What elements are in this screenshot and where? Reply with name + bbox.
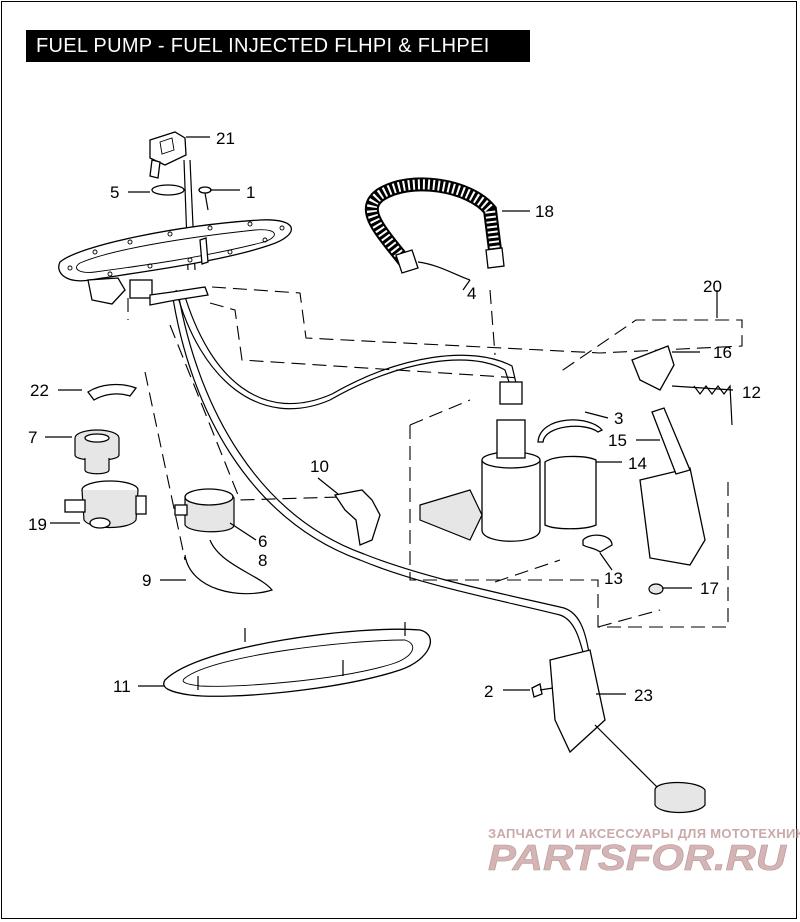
- callout-13: 13: [604, 569, 623, 588]
- callout-6: 6: [258, 532, 267, 551]
- pressure-regulator-part-7: [74, 429, 120, 475]
- callout-11: 11: [113, 677, 131, 696]
- callout-9: 9: [142, 571, 151, 590]
- fuel-level-sender-part-23: [549, 649, 706, 814]
- callout-10: 10: [310, 457, 329, 476]
- screw-part-2: [531, 683, 554, 698]
- callout-labels: 21 5 1 18 4 20 16 12 3 15 14 22 7 19 10 …: [28, 129, 761, 705]
- callout-2: 2: [484, 682, 493, 701]
- callout-17: 17: [700, 579, 719, 598]
- callout-7: 7: [28, 428, 37, 447]
- callout-18: 18: [535, 202, 554, 221]
- callout-20: 20: [703, 277, 722, 296]
- retainer-part-16: [631, 345, 675, 391]
- callout-leader-lines: [45, 136, 734, 695]
- insulator-sleeve-part-14: [544, 455, 597, 530]
- gasket-part-11: [163, 622, 432, 697]
- inlet-strainer: [419, 489, 483, 541]
- callout-1: 1: [246, 183, 255, 202]
- retainer-part-13: [582, 534, 613, 553]
- page-title: FUEL PUMP - FUEL INJECTED FLHPI & FLHPEI: [26, 30, 530, 62]
- grommet-part-17: [648, 583, 664, 595]
- corrugated-hose-part-18: [364, 177, 505, 281]
- screw-part-1: [198, 186, 212, 211]
- callout-19: 19: [28, 515, 47, 534]
- watermark-tagline: ЗАПЧАСТИ И АКСЕССУАРЫ ДЛЯ МОТОТЕХНИКИ: [488, 826, 800, 841]
- callout-5: 5: [110, 183, 119, 202]
- callout-8: 8: [258, 551, 267, 570]
- spring-part-12: [693, 384, 733, 426]
- o-ring-part-5: [151, 184, 185, 196]
- bracket-rod: [651, 407, 691, 475]
- callout-15: 15: [608, 431, 627, 450]
- callout-23: 23: [634, 686, 653, 705]
- fuel-pump-mounting-plate-flange: [58, 219, 292, 306]
- regulator-housing-part-19: [64, 480, 147, 529]
- callout-22: 22: [30, 381, 49, 400]
- assembly-dashed-lines: [127, 286, 743, 628]
- callout-21: 21: [216, 129, 235, 148]
- watermark-logo: PARTSFOR.RU: [488, 838, 787, 878]
- pump-bracket-part-15: [639, 467, 706, 566]
- clip-part-22: [87, 383, 138, 401]
- fuel-lines: [171, 159, 591, 661]
- harness-strap-part-9: [184, 539, 274, 595]
- callout-16: 16: [713, 343, 732, 362]
- wiring-connector-part-21: [149, 131, 187, 179]
- watermark-brand: PARTSFOR.RU: [488, 838, 787, 878]
- callout-3: 3: [614, 409, 623, 428]
- flange-bolt-holes: [67, 221, 285, 277]
- callout-4: 4: [467, 284, 476, 303]
- clamp-part-3: [537, 419, 604, 443]
- bracket-part-10: [333, 489, 381, 546]
- callout-14: 14: [628, 454, 647, 473]
- callout-12: 12: [742, 383, 761, 402]
- fuel-filter-part-6: [174, 488, 235, 533]
- fuel-pump-body: [481, 381, 541, 542]
